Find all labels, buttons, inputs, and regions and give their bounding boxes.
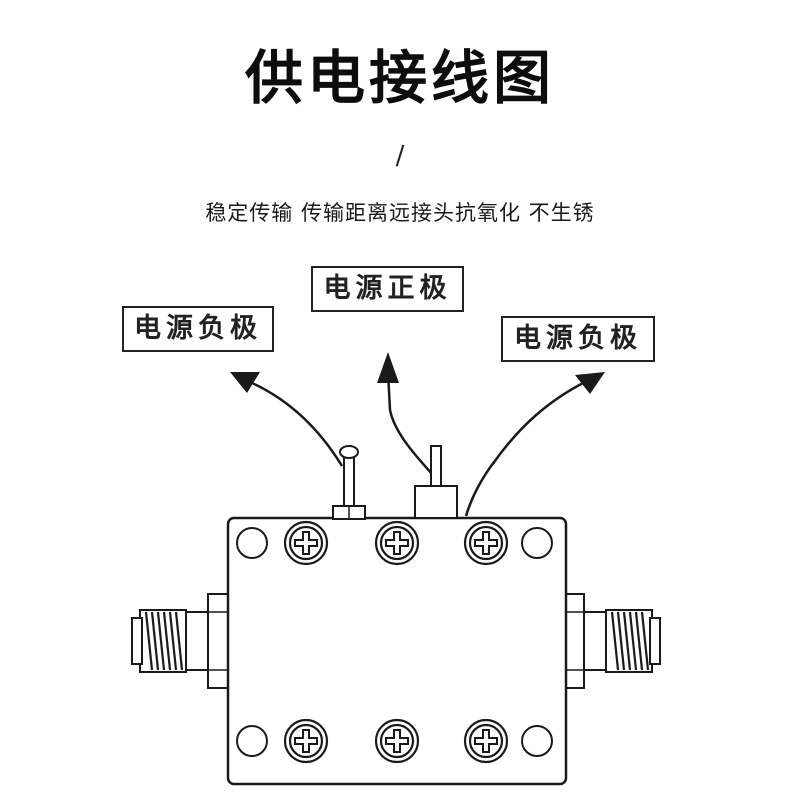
sma-connector-left [131,593,231,689]
arrow-negative-right [490,372,605,466]
arrow-negative-left [230,372,344,467]
label-negative-right: 电源负极 [501,316,655,362]
label-positive: 电源正极 [311,266,464,312]
page-title: 供电接线图 [244,44,555,112]
page-subtitle: 稳定传输 传输距离远接头抗氧化 不生锈 [205,201,595,225]
ground-post-left [332,445,366,520]
mounting-holes [236,527,553,757]
title-separator: / [395,141,405,171]
arrow-positive [377,352,433,475]
label-negative-left: 电源负极 [122,306,274,352]
ground-wire-right [464,461,496,517]
amplifier-body [226,516,568,786]
sma-connector-right [561,593,661,689]
power-post-positive [414,445,458,519]
